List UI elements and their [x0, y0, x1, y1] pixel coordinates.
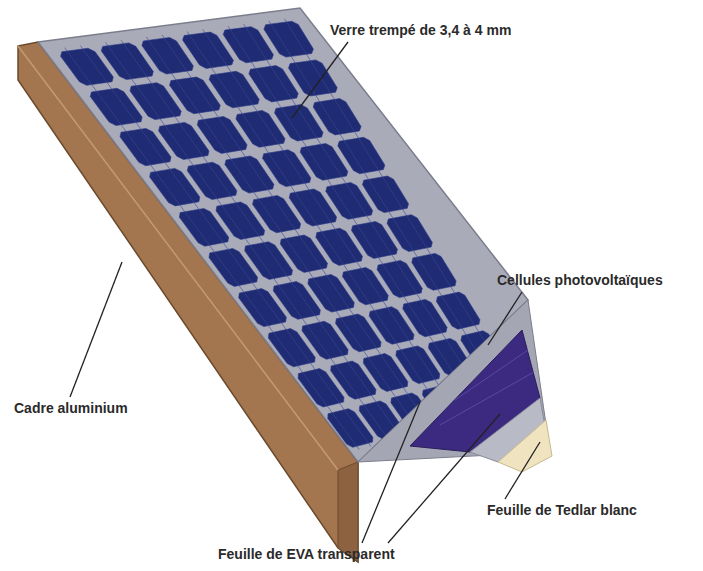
- busbar: [228, 26, 482, 417]
- busbar: [105, 42, 389, 441]
- part-label: Feuille de EVA transparent: [218, 546, 395, 562]
- busbar: [80, 46, 371, 447]
- part-label: Feuille de Tedlar blanc: [487, 502, 637, 518]
- leader-line: [505, 442, 540, 499]
- busbar: [121, 40, 402, 438]
- busbar: [203, 29, 463, 422]
- part-label: Cellules photovoltaïques: [497, 272, 663, 288]
- leader-line: [70, 262, 122, 397]
- busbar: [244, 24, 494, 414]
- leader-line: [488, 292, 522, 345]
- solar-cell: [264, 21, 314, 57]
- busbar: [162, 35, 432, 430]
- cell-line: [455, 350, 528, 400]
- leader-line: [362, 402, 420, 543]
- busbar: [187, 32, 451, 426]
- leader-lines: [70, 42, 540, 543]
- leader-line: [292, 42, 348, 118]
- part-label: Verre trempé de 3,4 à 4 mm: [330, 22, 511, 38]
- eva-sheet-top: [358, 300, 550, 462]
- busbar: [146, 37, 420, 433]
- part-label: Cadre aluminium: [14, 400, 128, 416]
- leader-line: [388, 414, 500, 543]
- tedlar-sheet: [498, 420, 552, 472]
